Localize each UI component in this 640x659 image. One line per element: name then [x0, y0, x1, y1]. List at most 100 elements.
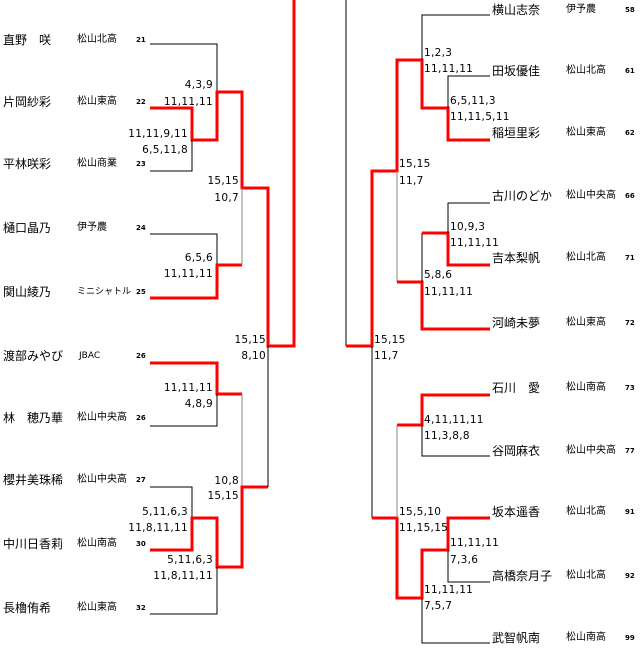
player-name: 直野 咲: [3, 33, 52, 47]
player-number: 21: [136, 36, 146, 44]
player-school: 松山東高: [566, 317, 606, 328]
player-name: 林 穂乃華: [3, 411, 64, 425]
match-score: 11,11,11: [450, 237, 500, 249]
player-name: 田坂優佳: [492, 64, 541, 78]
match-score: 15,15: [399, 158, 431, 170]
player-number: 24: [136, 224, 146, 232]
player-school: 松山中央高: [566, 445, 616, 456]
match-score: 10,8: [214, 475, 239, 487]
player-number: 58: [625, 6, 635, 14]
match-score: 11,8,11,11: [128, 522, 188, 534]
player-school: 松山東高: [566, 127, 606, 138]
match-score: 4,11,11,11: [424, 414, 484, 426]
player-school: 松山南高: [566, 382, 606, 393]
player-number: 77: [625, 447, 635, 455]
player-number: 62: [625, 129, 635, 137]
player-school: JBAC: [79, 351, 101, 361]
match-score: 6,5,6: [184, 252, 213, 264]
match-score: 4,8,9: [184, 398, 213, 410]
player-school: 松山中央高: [77, 474, 127, 485]
player-school: 伊予農: [566, 4, 596, 15]
player-number: 72: [625, 319, 635, 327]
player-number: 99: [625, 634, 635, 642]
match-score: 11,11,11: [424, 286, 474, 298]
player-school: 松山北高: [566, 570, 606, 581]
match-score: 11,7: [374, 350, 399, 362]
match-score: 11,11,11: [163, 268, 213, 280]
player-number: 61: [625, 67, 635, 75]
player-school: 松山北高: [566, 65, 606, 76]
player-name: 櫻井美珠稀: [3, 473, 64, 487]
match-score: 10,7: [214, 192, 239, 204]
player-school: 松山北高: [566, 252, 606, 263]
player-name: 樋口晶乃: [3, 221, 52, 235]
match-score: 1,2,3: [424, 47, 453, 59]
player-number: 23: [136, 160, 146, 168]
player-name: 吉本梨帆: [492, 251, 541, 265]
player-name: 谷岡麻衣: [492, 444, 541, 458]
player-school: 松山南高: [566, 632, 606, 643]
player-school: 伊予農: [77, 222, 107, 233]
match-score: 5,8,6: [424, 269, 453, 281]
player-school: 松山南高: [77, 538, 117, 549]
player-school: 松山北高: [77, 34, 117, 45]
player-number: 71: [625, 254, 635, 262]
match-score: 11,15,15: [399, 522, 449, 534]
match-score: 11,11,5,11: [450, 111, 510, 123]
player-name: 高橋奈月子: [492, 569, 553, 583]
player-number: 66: [625, 192, 635, 200]
match-score: 11,11,11: [424, 63, 474, 75]
player-school: 松山中央高: [566, 190, 616, 201]
match-score: 15,15: [207, 490, 239, 502]
player-name: 古川のどか: [492, 189, 553, 203]
match-score: 5,11,6,3: [142, 506, 188, 518]
player-name: 坂本遥香: [492, 505, 541, 519]
match-score: 11,11,11: [163, 96, 213, 108]
match-score: 11,8,11,11: [153, 570, 213, 582]
player-name: 長櫓侑希: [3, 601, 52, 615]
player-name: 中川日香莉: [3, 537, 64, 551]
player-school: ミニシャトル: [77, 287, 132, 297]
match-score: 7,5,7: [424, 600, 453, 612]
player-name: 石川 愛: [492, 381, 541, 395]
player-name: 稲垣里彩: [492, 126, 541, 140]
player-number: 92: [625, 572, 635, 580]
player-school: 松山商業: [77, 158, 117, 169]
player-number: 73: [625, 384, 635, 392]
player-name: 武智帆南: [492, 631, 541, 645]
player-school: 松山中央高: [77, 412, 127, 423]
match-score: 11,11,11: [163, 382, 213, 394]
player-name: 平林咲彩: [3, 157, 52, 171]
player-number: 91: [625, 508, 635, 516]
player-number: 25: [136, 288, 146, 296]
match-score: 15,15: [374, 334, 406, 346]
player-number: 30: [136, 540, 146, 548]
player-number: 32: [136, 604, 146, 612]
player-school: 松山北高: [566, 506, 606, 517]
player-number: 26: [136, 414, 146, 422]
match-score: 4,3,9: [184, 79, 213, 91]
match-score: 11,7: [399, 175, 424, 187]
match-score: 10,9,3: [450, 221, 486, 233]
player-school: 松山東高: [77, 96, 117, 107]
match-score: 8,10: [241, 350, 266, 362]
player-name: 河崎未夢: [492, 316, 541, 330]
player-name: 関山綾乃: [3, 285, 52, 299]
match-score: 6,5,11,3: [450, 95, 496, 107]
match-score: 7,3,6: [450, 554, 479, 566]
match-score: 15,5,10: [399, 506, 442, 518]
player-number: 27: [136, 476, 146, 484]
match-score: 11,3,8,8: [424, 430, 470, 442]
player-number: 22: [136, 98, 146, 106]
match-score: 11,11,11: [424, 584, 474, 596]
player-school: 松山東高: [77, 602, 117, 613]
match-score: 5,11,6,3: [167, 554, 213, 566]
match-score: 11,11,11: [450, 537, 500, 549]
match-score: 11,11,9,11: [128, 128, 188, 140]
match-score: 6,5,11,8: [142, 144, 188, 156]
player-name: 片岡紗彩: [3, 95, 52, 109]
player-name: 横山志奈: [492, 3, 541, 17]
match-score: 15,15: [234, 334, 266, 346]
